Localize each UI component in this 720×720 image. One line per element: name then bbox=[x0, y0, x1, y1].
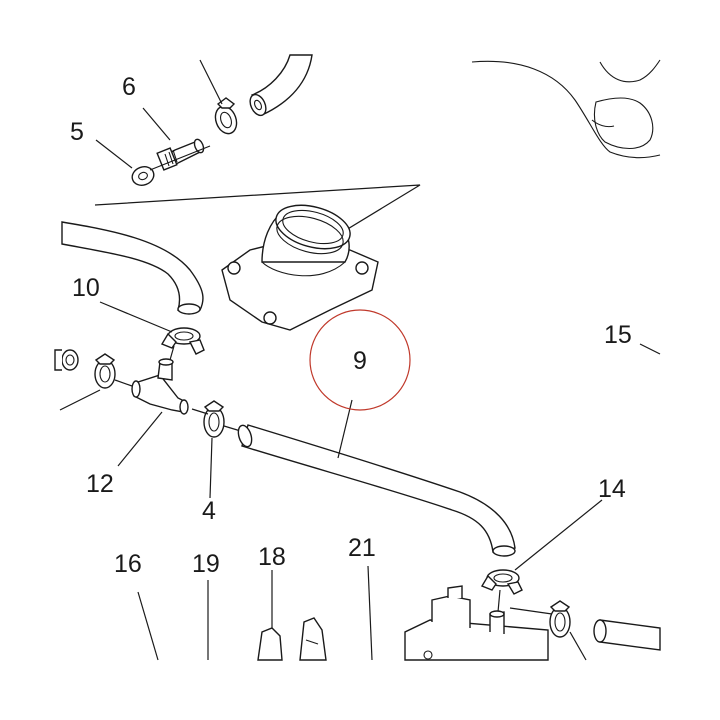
upper-clamp bbox=[214, 97, 238, 135]
right-hose bbox=[593, 619, 661, 651]
leader-tee-to-clamp bbox=[191, 408, 209, 415]
callout-12: 12 bbox=[86, 470, 114, 498]
callout-15: 15 bbox=[604, 321, 632, 349]
nipple-fitting bbox=[156, 138, 205, 171]
left-stub-hose bbox=[54, 349, 79, 371]
leader-left-clamp bbox=[114, 379, 133, 387]
callout-16: 16 bbox=[114, 550, 142, 578]
leader-9 bbox=[337, 399, 353, 459]
washer bbox=[131, 166, 155, 186]
leader-14 bbox=[514, 499, 603, 571]
leader-4 bbox=[209, 437, 213, 499]
leader-to-right-clamp bbox=[509, 607, 553, 615]
engine-housing-outline bbox=[471, 59, 661, 159]
right-clamp bbox=[549, 600, 571, 638]
intake-manifold bbox=[221, 204, 379, 331]
left-clamp bbox=[94, 353, 116, 389]
leader-10 bbox=[99, 301, 173, 333]
callout-6: 6 bbox=[122, 73, 136, 101]
fuel-unit bbox=[404, 585, 549, 661]
leader-21 bbox=[367, 565, 373, 661]
callout-10: 10 bbox=[72, 274, 100, 302]
left-hose bbox=[61, 221, 204, 315]
highlight-circle-9 bbox=[309, 309, 411, 411]
callout-4: 4 bbox=[202, 497, 216, 525]
leader-12 bbox=[117, 411, 163, 467]
leader-5 bbox=[95, 139, 133, 169]
clamp-14 bbox=[480, 569, 523, 595]
main-hose-9 bbox=[237, 424, 516, 557]
clamp-4 bbox=[203, 400, 225, 438]
bracket-18 bbox=[257, 617, 327, 661]
leader-10-to-tee bbox=[169, 345, 175, 361]
callout-14: 14 bbox=[598, 475, 626, 503]
leader-clamp14-down bbox=[497, 589, 501, 613]
leader-upper-clamp bbox=[199, 59, 223, 105]
upper-hose bbox=[249, 54, 313, 117]
leader-left-stub bbox=[59, 389, 101, 411]
leader-16 bbox=[137, 591, 159, 661]
leader-6 bbox=[142, 107, 171, 141]
leader-5-to-6 bbox=[149, 145, 211, 171]
callout-18: 18 bbox=[258, 543, 286, 571]
callout-9: 9 bbox=[353, 347, 367, 375]
callout-5: 5 bbox=[70, 118, 84, 146]
t-piece bbox=[131, 358, 189, 415]
callout-21: 21 bbox=[348, 534, 376, 562]
clamp-10 bbox=[160, 327, 205, 355]
leader-right-clamp-down bbox=[569, 631, 587, 661]
callout-19: 19 bbox=[192, 550, 220, 578]
leader-15 bbox=[639, 343, 661, 355]
